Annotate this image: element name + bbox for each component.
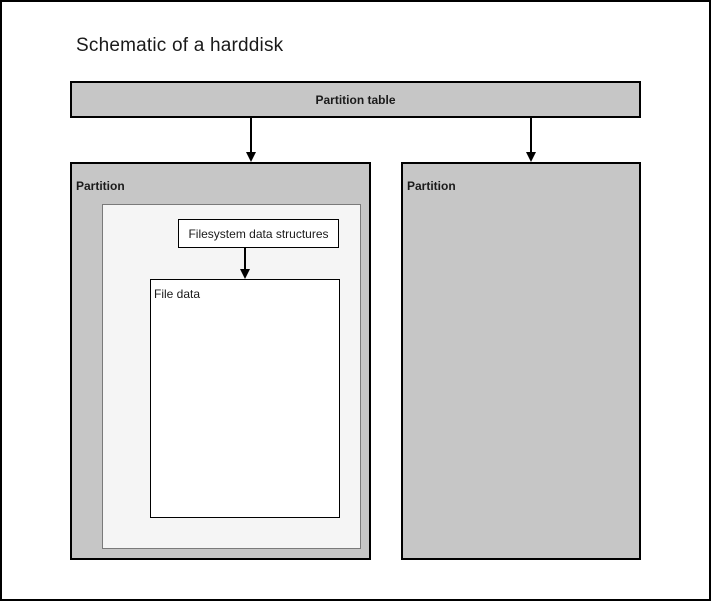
arrow-shaft [250, 118, 252, 156]
partition-label: Partition [76, 179, 125, 193]
arrow-down-icon [246, 118, 256, 162]
page-title: Schematic of a harddisk [76, 35, 284, 56]
arrow-head [240, 269, 250, 279]
arrow-down-icon [526, 118, 536, 162]
arrow-head [246, 152, 256, 162]
partition-table-box: Partition table [70, 81, 641, 118]
partition-table-label: Partition table [315, 92, 396, 107]
filesystem-area-box: Filesystem data structures File data [102, 204, 361, 549]
arrow-down-icon [240, 248, 250, 279]
filesystem-data-structures-box: Filesystem data structures [178, 219, 339, 248]
partition-box-left: Partition Filesystem data structures Fil… [70, 162, 371, 560]
partition-label: Partition [407, 179, 456, 193]
file-data-box: File data [150, 279, 340, 518]
arrow-shaft [530, 118, 532, 156]
filesystem-data-structures-label: Filesystem data structures [188, 226, 329, 241]
partition-box-right: Partition [401, 162, 641, 560]
arrow-shaft [244, 248, 246, 273]
arrow-head [526, 152, 536, 162]
file-data-label: File data [154, 287, 201, 301]
